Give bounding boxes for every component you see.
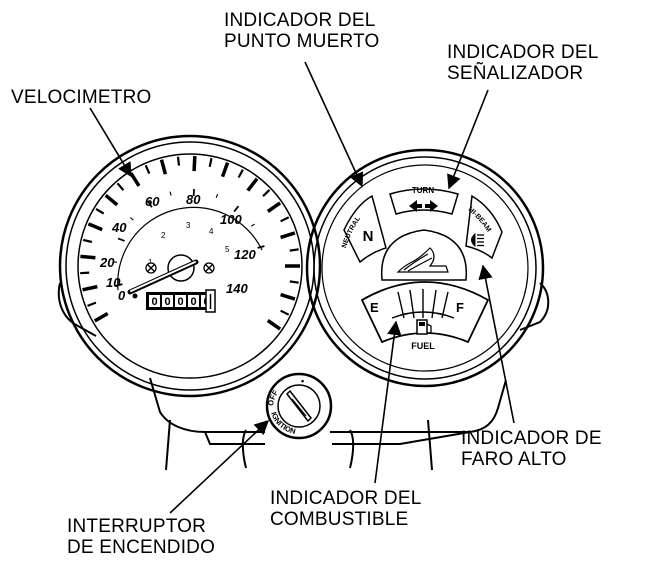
high-beam-indicator-window: HI-BEAM — [466, 196, 502, 258]
major-tick — [106, 195, 118, 205]
minor-tick — [178, 157, 179, 166]
fuel-empty-label: E — [370, 300, 379, 315]
minor-tick — [80, 273, 89, 274]
minor-tick — [96, 209, 104, 214]
callout-high-beam-line-1: INDICADOR DE — [461, 428, 602, 449]
minor-tick — [281, 311, 289, 315]
odometer-digit-2: 0 — [164, 296, 170, 308]
minor-tick — [130, 218, 133, 221]
odometer-digit-1: 0 — [151, 296, 157, 308]
minor-label-3: 3 — [186, 221, 191, 230]
major-tick — [88, 224, 102, 230]
callout-turn-line-1: INDICADOR DEL — [447, 42, 598, 63]
neutral-letter: N — [363, 228, 374, 245]
leader-ignition — [170, 421, 268, 513]
callout-neutral-indicator: INDICADOR DEL PUNTO MUERTO — [224, 10, 379, 52]
speed-label-80: 80 — [186, 192, 201, 207]
major-tick — [118, 238, 125, 241]
major-tick — [83, 287, 98, 290]
minor-label-5: 5 — [225, 245, 230, 254]
minor-tick — [146, 165, 150, 173]
major-tick — [131, 173, 139, 186]
needle-stop-pin — [133, 294, 138, 299]
odometer: 0 0 0 0 0 — [146, 290, 215, 312]
speed-label-60: 60 — [145, 194, 160, 209]
speed-label-100: 100 — [220, 212, 242, 227]
major-tick — [95, 314, 108, 322]
speed-label-140: 140 — [226, 281, 248, 296]
minor-tick — [88, 303, 96, 306]
brand-logo-window — [382, 230, 467, 280]
leader-velocimetro — [90, 108, 131, 176]
minor-tick — [239, 170, 243, 178]
minor-tick — [290, 281, 299, 282]
minor-tick — [118, 183, 124, 190]
ignition-switch: OFF • IGNITION — [266, 374, 331, 438]
minor-tick — [281, 217, 289, 221]
minor-tick — [290, 249, 299, 250]
minor-tick — [251, 224, 254, 226]
indicator-panel: TURN NEUTRAL N HI-BEAM — [307, 150, 543, 386]
major-tick — [234, 206, 238, 211]
major-tick — [223, 163, 228, 177]
leader-fuel — [375, 322, 396, 483]
callout-high-beam-indicator: INDICADOR DE FARO ALTO — [461, 428, 602, 470]
warning-symbol-right — [204, 263, 214, 273]
callout-ignition-switch: INTERRUPTOR DE ENCENDIDO — [67, 516, 215, 558]
fuel-full-label: F — [456, 300, 464, 315]
major-tick — [268, 321, 280, 330]
major-tick — [258, 246, 265, 248]
callout-high-beam-line-2: FARO ALTO — [461, 449, 602, 470]
ignition-on-mark: • — [301, 376, 304, 386]
major-tick — [80, 256, 95, 257]
speed-label-0: 0 — [118, 288, 126, 303]
fuel-gauge: E F FUEL — [362, 282, 488, 351]
callout-fuel-gauge: INDICADOR DEL COMBUSTIBLE — [270, 488, 421, 530]
fuel-label: FUEL — [411, 341, 435, 351]
odometer-digit-4: 0 — [190, 296, 196, 308]
callout-turn-indicator: INDICADOR DEL SEÑALIZADOR — [447, 42, 598, 84]
major-tick — [281, 233, 295, 238]
speed-label-10: 10 — [106, 275, 121, 290]
callout-neutral-line-2: PUNTO MUERTO — [224, 31, 379, 52]
major-tick — [162, 160, 166, 175]
callout-fuel-line-1: INDICADOR DEL — [270, 488, 421, 509]
callout-velocimetro-line-1: VELOCIMETRO — [11, 87, 152, 108]
major-tick — [248, 179, 257, 191]
leader-high-beam — [483, 266, 514, 423]
minor-label-2: 2 — [161, 231, 166, 240]
minor-tick — [210, 158, 212, 167]
major-tick — [194, 156, 195, 171]
callout-turn-line-2: SEÑALIZADOR — [447, 63, 598, 84]
minor-label-4: 4 — [209, 227, 214, 236]
minor-tick — [263, 190, 270, 196]
minor-tick — [216, 194, 217, 198]
odometer-digit-3: 0 — [177, 296, 183, 308]
callout-ignition-line-1: INTERRUPTOR — [67, 516, 215, 537]
minor-tick — [83, 240, 92, 242]
major-tick — [268, 203, 280, 212]
callout-neutral-line-1: INDICADOR DEL — [224, 10, 379, 31]
speed-label-20: 20 — [99, 255, 115, 270]
neutral-indicator-window: NEUTRAL N — [341, 196, 386, 262]
speed-label-40: 40 — [111, 220, 127, 235]
major-tick — [281, 295, 295, 300]
leader-neutral — [305, 62, 362, 186]
speed-label-120: 120 — [234, 247, 256, 262]
speedometer: 0 10 20 40 60 80 100 120 140 1 2 3 4 5 — [60, 136, 320, 396]
minor-tick — [170, 192, 171, 196]
turn-label: TURN — [412, 186, 434, 195]
callout-velocimetro: VELOCIMETRO — [11, 87, 152, 108]
warning-symbol-left — [146, 263, 156, 273]
turn-signal-window: TURN — [390, 186, 458, 214]
callout-fuel-line-2: COMBUSTIBLE — [270, 509, 421, 530]
callout-ignition-line-2: DE ENCENDIDO — [67, 537, 215, 558]
